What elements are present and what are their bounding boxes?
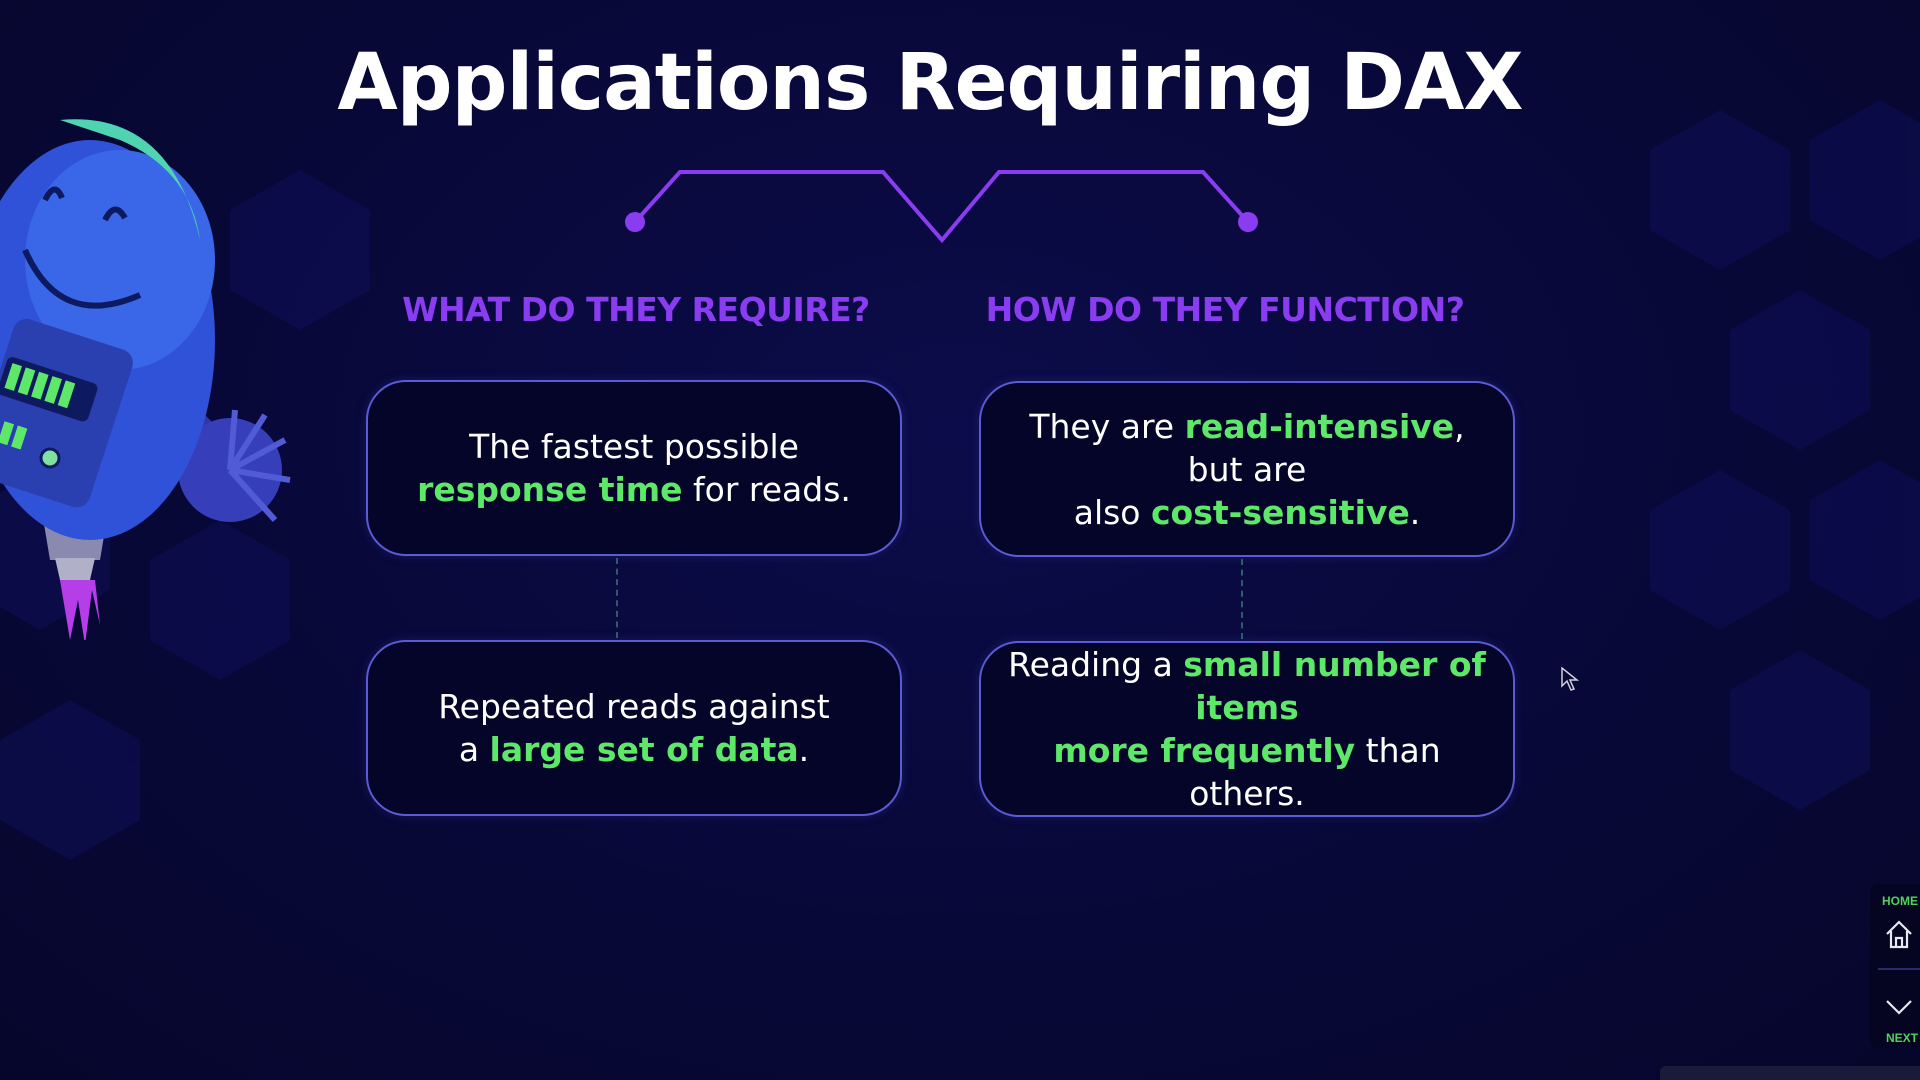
card-text-segment: than others. bbox=[1189, 731, 1441, 813]
card-text-segment: , but are bbox=[1187, 406, 1465, 489]
chevron-down-icon[interactable] bbox=[1884, 996, 1914, 1018]
card-text-segment: They are bbox=[1029, 406, 1185, 446]
column-heading-require: WHAT DO THEY REQUIRE? bbox=[402, 290, 870, 329]
navigation-panel bbox=[1870, 884, 1920, 1048]
card-large-data: Repeated reads against a large set of dat… bbox=[366, 640, 902, 816]
highlight-text: more frequently bbox=[1053, 731, 1356, 770]
bottom-scroll-bar[interactable] bbox=[1660, 1066, 1920, 1080]
card-text-segment: . bbox=[1409, 492, 1421, 532]
card-text-segment: . bbox=[798, 730, 810, 769]
next-label[interactable]: NEXT bbox=[1885, 1031, 1918, 1045]
card-text: Repeated reads against a large set of dat… bbox=[438, 685, 830, 771]
card-text-segment: a bbox=[458, 730, 490, 769]
home-label[interactable]: HOME bbox=[1882, 894, 1918, 908]
card-text: Reading a small number of items more freq… bbox=[1007, 643, 1487, 815]
highlight-text: large set of data bbox=[489, 730, 799, 769]
card-text-segment: also bbox=[1073, 492, 1151, 532]
column-heading-function: HOW DO THEY FUNCTION? bbox=[985, 290, 1465, 329]
card-text-segment: for reads. bbox=[682, 470, 851, 509]
highlight-text: read-intensive bbox=[1184, 406, 1455, 446]
card-text: The fastest possible response time for re… bbox=[417, 425, 851, 511]
highlight-text: response time bbox=[417, 470, 683, 509]
card-text-segment: Repeated reads against bbox=[438, 687, 830, 726]
card-text-segment: Reading a bbox=[1008, 645, 1184, 684]
dashed-connector-right bbox=[1241, 559, 1243, 639]
mouse-pointer-icon bbox=[1561, 667, 1580, 691]
dashed-connector-left bbox=[616, 558, 618, 638]
card-fastest-response: The fastest possible response time for re… bbox=[366, 380, 902, 556]
home-icon[interactable] bbox=[1884, 918, 1914, 950]
highlight-text: small number of items bbox=[1183, 645, 1486, 727]
bracket-connector bbox=[625, 170, 1258, 244]
card-text: They are read-intensive, but are also cos… bbox=[1007, 405, 1487, 534]
robot-mascot-illustration bbox=[0, 119, 291, 640]
card-text-segment: The fastest possible bbox=[469, 427, 799, 466]
card-read-intensive: They are read-intensive, but are also cos… bbox=[979, 381, 1515, 557]
slide-title: Applications Requiring DAX bbox=[337, 38, 1523, 128]
nav-divider bbox=[1878, 968, 1920, 970]
card-small-number-items: Reading a small number of items more freq… bbox=[979, 641, 1515, 817]
highlight-text: cost-sensitive bbox=[1150, 492, 1410, 532]
